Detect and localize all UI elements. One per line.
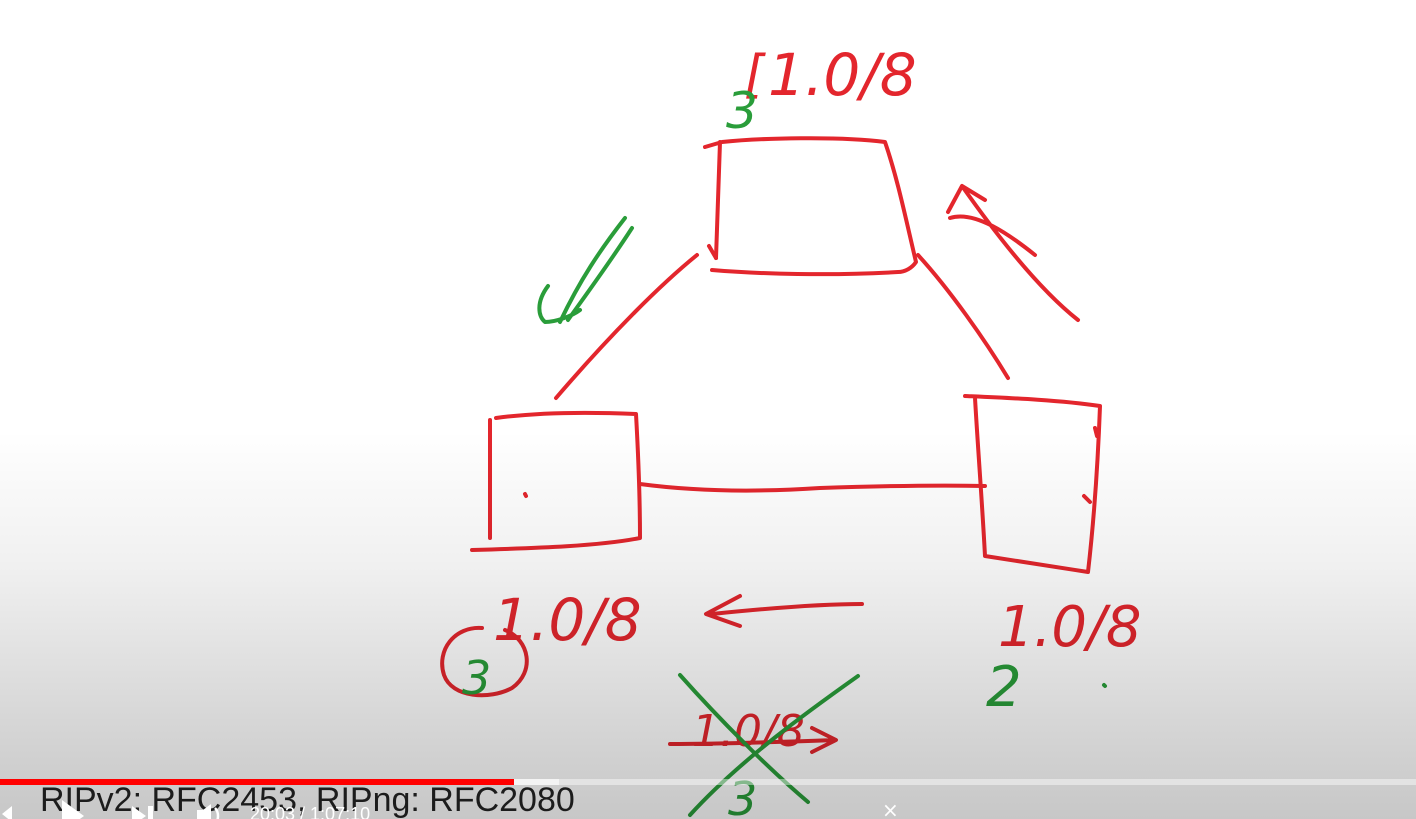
crossed-metric: 3 — [728, 772, 757, 819]
top-router-stub — [707, 244, 718, 260]
close-icon[interactable]: × — [882, 798, 899, 819]
volume-icon[interactable] — [195, 798, 227, 819]
top-router-box — [703, 136, 918, 277]
top-node-route: 1.0/8 — [768, 41, 917, 109]
link-top-right — [916, 253, 1010, 380]
right-node-metric: 2 — [986, 655, 1022, 720]
player-controls: 20:03 / 1:07:10 × — [0, 798, 1416, 819]
time-display: 20:03 / 1:07:10 — [250, 804, 371, 819]
previous-icon[interactable] — [0, 798, 20, 819]
update-arrow-left — [704, 594, 864, 628]
left-metric-circle — [440, 625, 529, 698]
cross-out-mark — [678, 673, 860, 817]
update-arrow-up — [946, 184, 1080, 322]
left-router-box — [470, 410, 642, 552]
next-icon[interactable] — [130, 798, 158, 819]
right-node-route: 1.0/8 — [998, 595, 1142, 660]
play-icon[interactable] — [58, 798, 86, 819]
progress-played — [0, 779, 514, 785]
left-node-route: 1.0/8 — [493, 586, 642, 654]
left-node-metric: 3 — [462, 651, 491, 705]
right-metric-dots — [1102, 683, 1107, 688]
update-arrow-right — [668, 726, 838, 754]
top-node-prefix: [ — [744, 45, 766, 105]
right-router-box — [963, 394, 1102, 574]
progress-bar[interactable] — [0, 779, 1416, 785]
left-router-mark — [523, 492, 528, 498]
link-top-left — [554, 253, 699, 400]
caption-text: RIPv2: RFC2453, RIPng: RFC2080 — [40, 781, 575, 819]
green-arrow-down-left — [537, 216, 634, 324]
link-left-right — [638, 482, 987, 493]
top-node-metric: 3 — [726, 82, 758, 140]
